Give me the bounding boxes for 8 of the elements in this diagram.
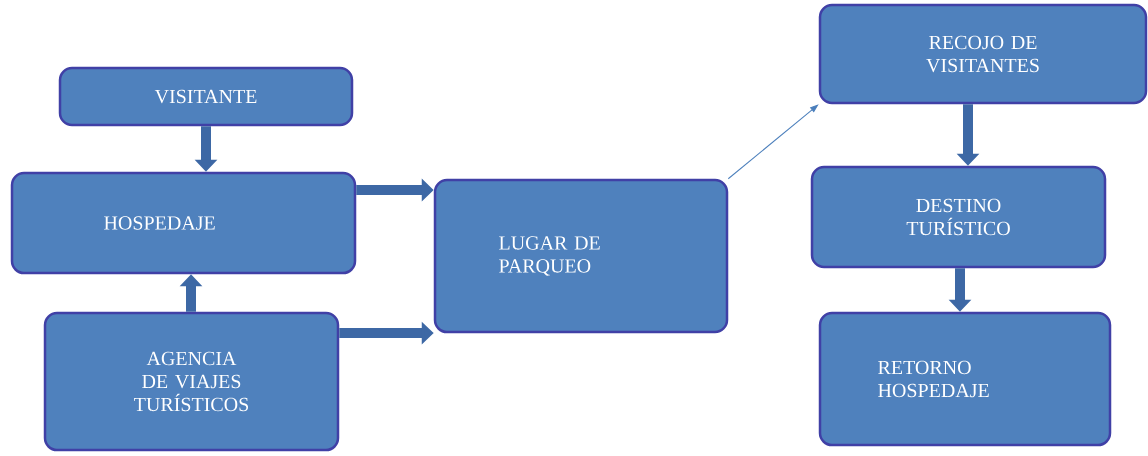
process-box: AGENCIA DE VIAJES TURÍSTICOS: [43, 311, 340, 452]
process-box: RETORNO HOSPEDAJE: [818, 311, 1112, 447]
process-box: LUGAR DE PARQUEO: [433, 178, 729, 334]
arrow: [727, 104, 819, 180]
process-box: HOSPEDAJE: [10, 171, 357, 275]
process-box: DESTINO TURÍSTICO: [810, 165, 1107, 269]
process-box: VISITANTE: [58, 66, 354, 127]
process-box: RECOJO DE VISITANTES: [818, 3, 1148, 105]
